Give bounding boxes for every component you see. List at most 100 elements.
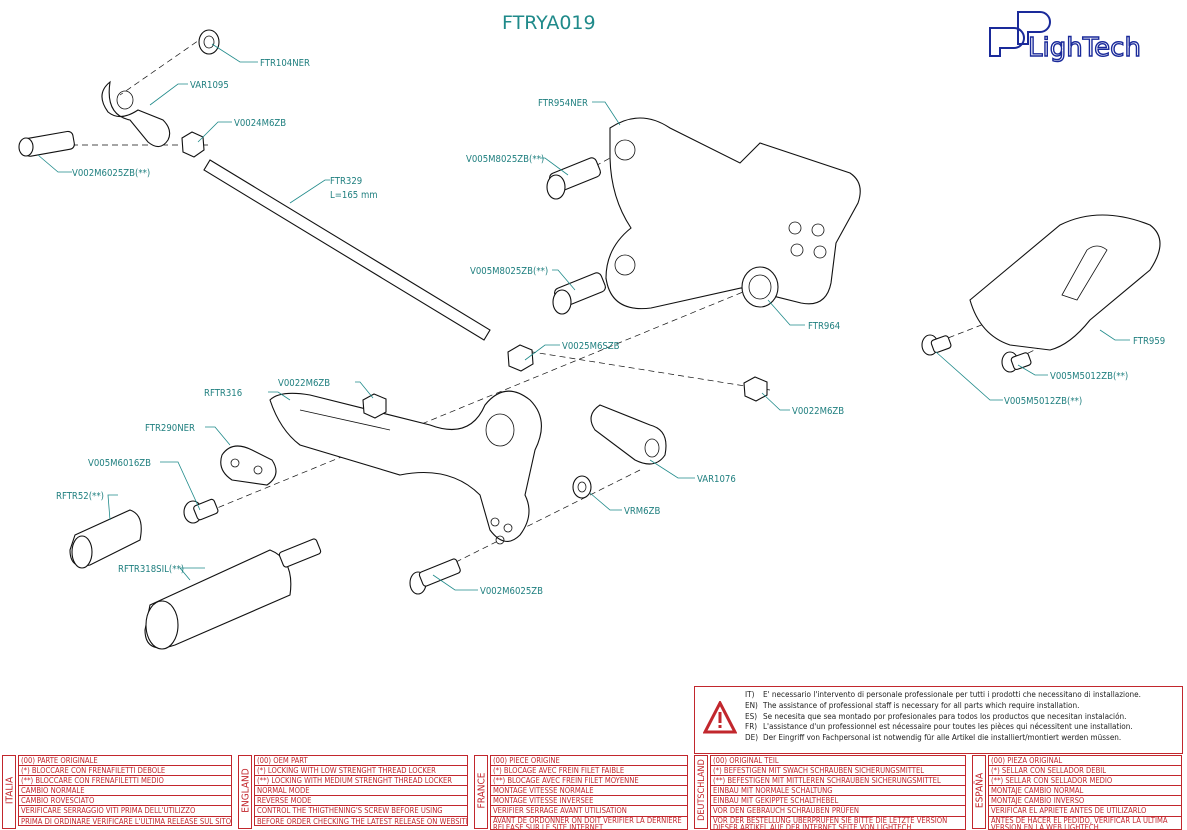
ftr290ner-spacer: [220, 445, 277, 486]
legend-row: NORMAL MODE: [254, 785, 468, 796]
ftr959-cover: [969, 214, 1161, 351]
v0024m6zb-nut: [181, 131, 205, 158]
legend-row: MONTAGE VITESSE INVERSEE: [490, 795, 688, 806]
warning-triangle-icon: [703, 701, 737, 734]
label-var1076: VAR1076: [697, 474, 736, 485]
legend-row: VERIFICARE SERRAGGIO VITI PRIMA DELL'UTI…: [18, 805, 232, 816]
warning-line: FR)L'assistance d'un professionnel est n…: [745, 721, 1133, 732]
lightech-logo: LighTech: [989, 11, 1142, 64]
legend-row: EINBAU MIT NORMALE SCHALTUNG: [710, 785, 966, 796]
label-v005m5012zb-1: V005M5012ZB(**): [1004, 396, 1082, 407]
legend-row: PRIMA DI ORDINARE VERIFICARE L'ULTIMA RE…: [18, 815, 232, 826]
legend-england: ENGLAND (00) OEM PART (*) LOCKING WITH L…: [238, 755, 470, 829]
legend-row: REVERSE MODE: [254, 795, 468, 806]
legend-row: AVANT DE ORDONNER ON DOIT VÉRIFIER LA DE…: [490, 815, 688, 830]
legend-row: ANTES DE HACER EL PEDIDO, VERIFICAR LA U…: [988, 815, 1182, 830]
vrm6zb-washer: [572, 475, 592, 499]
assembly-axes: [32, 35, 1076, 581]
label-v0022m6zb-1: V0022M6ZB: [278, 378, 330, 389]
rftr52-peg: [69, 509, 142, 569]
legend-row: (**) BLOCCARE CON FRENAFILETTI MEDIO: [18, 775, 232, 786]
legend-row: (00) ORIGINAL TEIL: [710, 755, 966, 766]
diagram-title: FTRYA019: [502, 12, 596, 34]
rftr318sil-footpeg: [144, 538, 322, 650]
legend-row: (**) LOCKING WITH MEDIUM STRENGHT THREAD…: [254, 775, 468, 786]
legend-row: EINBAU MIT GEKIPPTE SCHALTHEBEL: [710, 795, 966, 806]
legend-row: (**) BEFESTIGEN MIT MITTLEREN SCHRAUBEN …: [710, 775, 966, 786]
legend-row: (*) LOCKING WITH LOW STRENGHT THREAD LOC…: [254, 765, 468, 776]
warning-lines: IT)E' necessario l'intervento di persona…: [745, 689, 1180, 743]
legend-row: CAMBIO ROVESCIATO: [18, 795, 232, 806]
ftr954ner-bracket: [605, 117, 861, 310]
legend-row: (**) BLOCAGE AVEC FREIN FILET MOYENNE: [490, 775, 688, 786]
label-ftr329-length: L=165 mm: [330, 190, 378, 201]
v005m8025zb-screw-2: [552, 272, 606, 315]
warning-line: DE)Der Eingriff von Fachpersonal ist not…: [745, 732, 1122, 743]
label-var1095: VAR1095: [190, 80, 229, 91]
legend-row: VOR DER BESTELLUNG ÜBERPRÜFEN SIE BITTE …: [710, 815, 966, 830]
legend-row: VERIFICAR EL APRIETE ANTES DE UTILIZARLO: [988, 805, 1182, 816]
legend-row: BEFORE ORDER CHECKING THE LATEST RELEASE…: [254, 815, 468, 826]
label-rftr318sil: RFTR318SIL(**): [118, 564, 184, 575]
label-rftr52: RFTR52(**): [56, 491, 104, 502]
v002m6025zb-screw-top: [18, 130, 75, 157]
legend-row: (*) BLOCCARE CON FRENAFILETTI DEBOLE: [18, 765, 232, 776]
legend-france: FRANCE (00) PIECE ORIGINE (*) BLOCAGE AV…: [474, 755, 690, 830]
label-v005m8025zb-1: V005M8025ZB(**): [466, 154, 544, 165]
label-rftr316: RFTR316: [204, 388, 242, 399]
label-v0025m6szb: V0025M6SZB: [562, 341, 620, 352]
legend-row: (*) BEFESTIGEN MIT SWACH SCHRAUBEN SICHE…: [710, 765, 966, 776]
v005m6016zb-screw: [183, 498, 219, 524]
label-v0022m6zb-2: V0022M6ZB: [792, 406, 844, 417]
legend-espana: ESPAÑA (00) PIEZA ORIGINAL (*) SELLAR CO…: [972, 755, 1184, 830]
v005m5012zb-screw-1: [921, 334, 952, 356]
label-v002m6025zb-bottom: V002M6025ZB: [480, 586, 543, 597]
ftr329-rod: [203, 159, 491, 341]
installation-warning: IT)E' necessario l'intervento di persona…: [694, 686, 1183, 754]
legend-lang-tab: DEUTSCHLAND: [694, 755, 708, 829]
warning-line: EN)The assistance of professional staff …: [745, 699, 1080, 710]
label-vrm6zb: VRM6ZB: [624, 506, 660, 517]
legend-italia: ITALIA (00) PARTE ORIGINALE (*) BLOCCARE…: [2, 755, 234, 829]
legend-row: (*) SELLAR CON SELLADOR DEBIL: [988, 765, 1182, 776]
label-v005m6016zb: V005M6016ZB: [88, 458, 151, 469]
var1095-rod-end: [101, 80, 171, 148]
label-ftr104ner: FTR104NER: [260, 58, 310, 69]
legend-lang-tab: ITALIA: [2, 755, 16, 829]
v0025m6szb-nut: [507, 344, 534, 372]
label-ftr954ner: FTR954NER: [538, 98, 588, 109]
v0022m6zb-nut-2: [743, 376, 768, 402]
legend-row: MONTAJE CAMBIO NORMAL: [988, 785, 1182, 796]
label-ftr290ner: FTR290NER: [145, 423, 195, 434]
legend-row: (00) PARTE ORIGINALE: [18, 755, 232, 766]
part-labels: FTR104NER VAR1095 V0024M6ZB V002M6025ZB(…: [56, 58, 1165, 597]
legend-row: VERIFIER SERRAGE AVANT UTILISATION: [490, 805, 688, 816]
v005m8025zb-screw-1: [546, 157, 601, 200]
legend-row: CONTROL THE THIGTHENING'S SCREW BEFORE U…: [254, 805, 468, 816]
label-v002m6025zb-top: V002M6025ZB(**): [72, 168, 150, 179]
legend-row: (00) PIEZA ORIGINAL: [988, 755, 1182, 766]
legend-row: (00) OEM PART: [254, 755, 468, 766]
label-ftr959: FTR959: [1133, 336, 1165, 347]
rftr316-lever: [269, 390, 542, 545]
leader-lines: [37, 43, 1130, 591]
warning-line: ES)Se necesita que sea montado por profe…: [745, 710, 1127, 721]
v002m6025zb-screw-bottom: [409, 558, 461, 595]
legend-deutschland: DEUTSCHLAND (00) ORIGINAL TEIL (*) BEFES…: [694, 755, 968, 830]
label-ftr964: FTR964: [808, 321, 840, 332]
var1076-rod-end: [590, 404, 667, 465]
legend-row: CAMBIO NORMALE: [18, 785, 232, 796]
legend-row: MONTAJE CAMBIO INVERSO: [988, 795, 1182, 806]
logo-text: LighTech: [1028, 33, 1141, 63]
warning-line: IT)E' necessario l'intervento di persona…: [745, 689, 1141, 699]
ftr964-bushing: [741, 266, 779, 308]
legend-row: MONTAGE VITESSE NORMALE: [490, 785, 688, 796]
legend-lang-tab: ENGLAND: [238, 755, 252, 829]
label-v005m8025zb-2: V005M8025ZB(**): [470, 266, 548, 277]
label-ftr329: FTR329: [330, 176, 362, 187]
legend-row: (00) PIECE ORIGINE: [490, 755, 688, 766]
label-v0024m6zb: V0024M6ZB: [234, 118, 286, 129]
v005m5012zb-screw-2: [1001, 351, 1032, 373]
legend-row: VOR DEN GEBRAUCH SCHRAUBEN PRÜFEN: [710, 805, 966, 816]
